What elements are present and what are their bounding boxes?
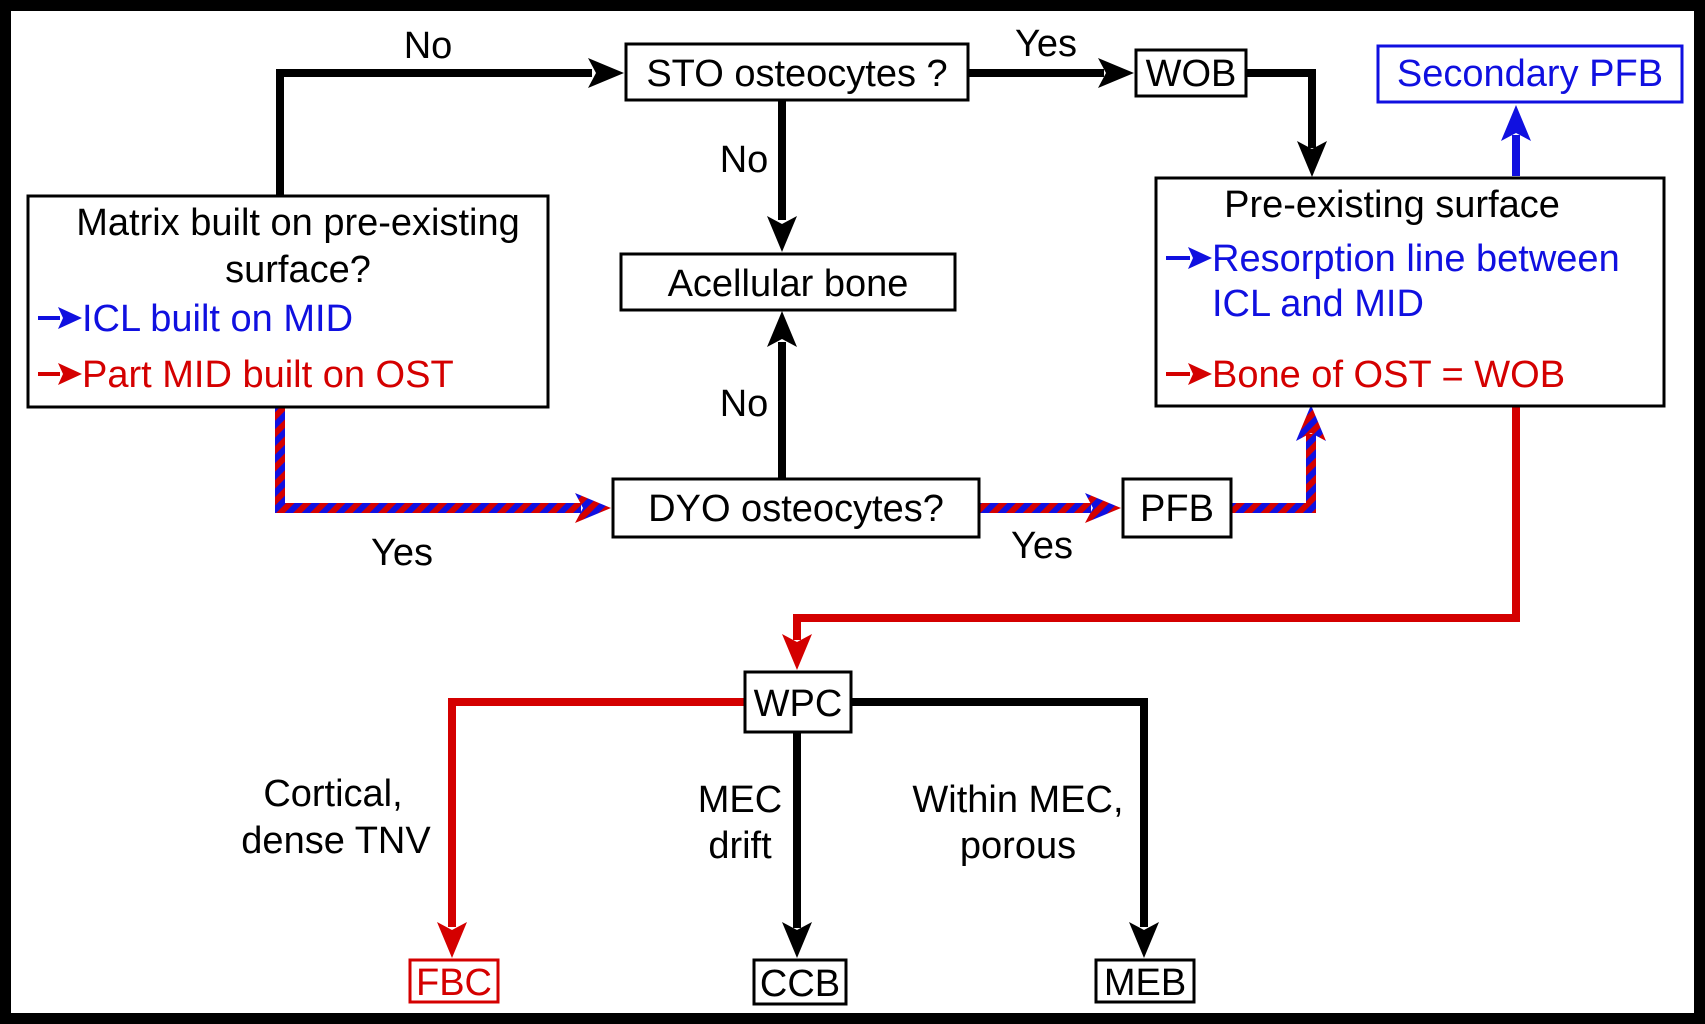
preexisting-blue-line2: ICL and MID <box>1212 283 1424 325</box>
matrix-title-line2: surface? <box>225 249 371 291</box>
edge-label-matrix-dyo: Yes <box>371 532 433 574</box>
edge-sto-to-acellular <box>767 100 797 252</box>
node-preexisting-surface: Pre-existing surface Resorption line bet… <box>1154 176 1666 408</box>
edge-label-ccb-line2: drift <box>708 825 772 867</box>
edge-wpc-to-meb <box>851 698 1159 958</box>
wob-label: WOB <box>1146 53 1237 95</box>
node-meb: MEB <box>1094 958 1196 1004</box>
edge-dyo-to-acellular <box>767 311 797 479</box>
edge-label-ccb-line1: MEC <box>698 779 782 821</box>
edge-pfb-to-preexisting <box>1231 405 1326 513</box>
edge-label-meb-line2: porous <box>960 825 1076 867</box>
node-pfb: PFB <box>1121 477 1233 539</box>
meb-label: MEB <box>1104 962 1186 1004</box>
sto-label: STO osteocytes ? <box>646 53 947 95</box>
fbc-label: FBC <box>416 962 492 1004</box>
edge-label-sto-wob: Yes <box>1015 23 1077 65</box>
edge-matrix-to-dyo <box>275 407 611 523</box>
node-matrix: Matrix built on pre-existing surface? IC… <box>26 194 550 409</box>
edge-dyo-to-pfb <box>979 493 1121 523</box>
edge-label-dyo-pfb: Yes <box>1011 525 1073 567</box>
red-arrow-icon <box>1166 363 1212 385</box>
secondary-pfb-label: Secondary PFB <box>1397 53 1663 95</box>
blue-arrow-icon <box>1166 247 1212 269</box>
dyo-label: DYO osteocytes? <box>648 488 944 530</box>
edge-wpc-to-fbc <box>437 698 745 958</box>
edge-preexisting-to-secondary-pfb <box>1501 105 1531 176</box>
node-ccb: CCB <box>752 958 848 1006</box>
edge-label-fbc-line2: dense TNV <box>241 820 431 862</box>
edge-label-fbc-line1: Cortical, <box>263 773 402 815</box>
preexisting-red-item: Bone of OST = WOB <box>1212 354 1565 396</box>
matrix-title-line1: Matrix built on pre-existing <box>76 202 520 244</box>
red-arrow-icon <box>38 363 82 385</box>
preexisting-title: Pre-existing surface <box>1224 184 1560 226</box>
node-wpc: WPC <box>743 670 853 734</box>
edge-label-matrix-sto: No <box>404 25 453 67</box>
ccb-label: CCB <box>760 963 840 1005</box>
edge-label-dyo-acellular: No <box>720 383 769 425</box>
node-secondary-pfb: Secondary PFB <box>1376 44 1684 104</box>
edge-wob-to-preexisting <box>1246 69 1327 177</box>
matrix-blue-item: ICL built on MID <box>82 298 353 340</box>
blue-arrow-icon <box>38 307 82 329</box>
preexisting-blue-line1: Resorption line between <box>1212 238 1620 280</box>
node-acellular-bone: Acellular bone <box>619 252 957 312</box>
node-dyo-osteocytes: DYO osteocytes? <box>611 477 981 539</box>
edge-wpc-to-ccb <box>782 732 812 958</box>
node-wob: WOB <box>1134 48 1248 98</box>
edge-matrix-to-sto <box>276 58 624 196</box>
node-sto-osteocytes: STO osteocytes ? <box>624 42 970 102</box>
acellular-label: Acellular bone <box>668 263 909 305</box>
edge-sto-to-wob <box>968 58 1134 88</box>
node-fbc: FBC <box>408 958 500 1004</box>
edge-preexisting-to-wpc <box>782 406 1520 670</box>
wpc-label: WPC <box>754 683 843 725</box>
edge-label-sto-acellular: No <box>720 139 769 181</box>
matrix-red-item: Part MID built on OST <box>82 354 454 396</box>
pfb-label: PFB <box>1140 488 1214 530</box>
edge-label-meb-line1: Within MEC, <box>912 779 1123 821</box>
